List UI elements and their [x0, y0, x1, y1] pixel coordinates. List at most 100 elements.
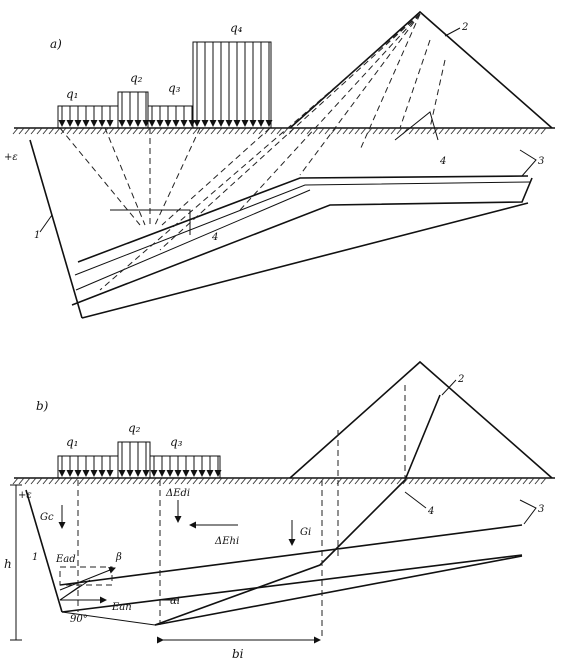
- ground-hatch-mark: [450, 127, 457, 135]
- load-block-b-q1: [57, 455, 119, 479]
- ground-hatch-mark: [138, 127, 145, 135]
- marker-b-2-leader: [441, 379, 457, 396]
- panel-b: b) q₁ q₂ q₃ h: [4, 360, 555, 661]
- label-gc: Gc: [40, 512, 54, 523]
- ground-hatch-mark: [192, 127, 199, 135]
- ground-hatch-b: [12, 477, 547, 485]
- slip-b-left: [61, 611, 156, 626]
- embankment-a: [289, 10, 553, 129]
- ground-hatch-mark: [360, 127, 367, 135]
- ground-hatch-mark: [156, 127, 163, 135]
- ground-hatch-mark: [534, 477, 541, 485]
- slip-b-bottom: [154, 555, 523, 626]
- ground-hatch-mark: [48, 477, 55, 485]
- ground-hatch-mark: [486, 127, 493, 135]
- load-label-q3: q₃: [168, 81, 181, 95]
- label-h: h: [4, 557, 12, 571]
- ground-hatch-mark: [282, 477, 289, 485]
- ground-hatch-mark: [168, 477, 175, 485]
- slip-lower-boundary-a: [71, 177, 533, 306]
- arrow-ead: [59, 566, 116, 591]
- marker-b-4: 4: [427, 506, 434, 517]
- ground-hatch-mark: [30, 477, 37, 485]
- ground-hatch-mark: [366, 127, 373, 135]
- ground-hatch-mark: [198, 127, 205, 135]
- load-label-b-q1: q₁: [66, 435, 79, 449]
- ground-hatch-mark: [342, 127, 349, 135]
- ground-hatch-mark: [132, 127, 139, 135]
- ground-hatch-mark: [24, 127, 31, 135]
- ground-hatch-mark: [246, 477, 253, 485]
- ground-hatch-mark: [216, 127, 223, 135]
- ground-hatch-mark: [222, 477, 229, 485]
- ground-hatch-mark: [534, 127, 541, 135]
- ground-hatch-mark: [444, 477, 451, 485]
- load-block-q4: [192, 41, 272, 129]
- ground-hatch-mark: [72, 477, 79, 485]
- marker-b-4-leader: [404, 491, 427, 509]
- ground-hatch-mark: [180, 127, 187, 135]
- ground-hatch-mark: [42, 127, 49, 135]
- ground-hatch-mark: [372, 477, 379, 485]
- ground-hatch-mark: [456, 127, 463, 135]
- ground-hatch-mark: [48, 127, 55, 135]
- ground-hatch-mark: [90, 477, 97, 485]
- ground-hatch-mark: [162, 127, 169, 135]
- panel-a: a): [4, 10, 555, 319]
- ground-hatch-mark: [510, 477, 517, 485]
- ground-hatch-mark: [42, 477, 49, 485]
- load-block-b-q3: [149, 455, 221, 479]
- ground-hatch-mark: [330, 127, 337, 135]
- layer-line-b-1: [59, 524, 523, 586]
- epsilon-b: +ε: [18, 490, 32, 501]
- ground-hatch-mark: [462, 477, 469, 485]
- ground-hatch-mark: [444, 127, 451, 135]
- ground-hatch-mark: [300, 477, 307, 485]
- ground-hatch-mark: [348, 477, 355, 485]
- wedge-a-left: [110, 209, 191, 235]
- ground-hatch-mark: [468, 127, 475, 135]
- ground-hatch-mark: [480, 477, 487, 485]
- marker-b-3: 3: [538, 504, 544, 515]
- force-line-4: [59, 585, 81, 601]
- ground-hatch-mark: [354, 127, 361, 135]
- ground-hatch-mark: [258, 127, 265, 135]
- marker-a-4-lower: 4: [211, 232, 218, 243]
- ground-hatch-mark: [390, 127, 397, 135]
- ground-hatch-mark: [516, 477, 523, 485]
- ground-hatch-mark: [168, 127, 175, 135]
- ground-hatch-mark: [342, 477, 349, 485]
- ground-hatch-mark: [426, 477, 433, 485]
- marker-a-1-leader: [39, 214, 53, 233]
- ground-hatch-mark: [30, 127, 37, 135]
- ground-hatch-mark: [462, 127, 469, 135]
- ground-hatch-mark: [438, 127, 445, 135]
- ground-hatch-mark: [84, 477, 91, 485]
- label-dehi: ΔEhi: [214, 536, 239, 547]
- ground-hatch-mark: [522, 127, 529, 135]
- ground-hatch-mark: [498, 127, 505, 135]
- embankment-b: [289, 360, 553, 479]
- bottom-line-a: [81, 202, 529, 319]
- ground-hatch-mark: [312, 127, 319, 135]
- ground-hatch-mark: [492, 127, 499, 135]
- ground-hatch-mark: [504, 477, 511, 485]
- ground-hatch-mark: [186, 477, 193, 485]
- ground-hatch-mark: [252, 127, 259, 135]
- ground-hatch-mark: [192, 477, 199, 485]
- ground-hatch-mark: [408, 477, 415, 485]
- ground-hatch-mark: [150, 127, 157, 135]
- ground-hatch-mark: [114, 477, 121, 485]
- ground-hatch-mark: [180, 477, 187, 485]
- ground-hatch-mark: [420, 127, 427, 135]
- ground-hatch-mark: [126, 127, 133, 135]
- ground-hatch-mark: [396, 477, 403, 485]
- marker-b-2: 2: [457, 374, 464, 385]
- ground-hatch-mark: [138, 477, 145, 485]
- ground-hatch-mark: [18, 127, 25, 135]
- ground-hatch-mark: [36, 127, 43, 135]
- ground-hatch-mark: [450, 477, 457, 485]
- ground-hatch-mark: [54, 127, 61, 135]
- ground-hatch-mark: [378, 127, 385, 135]
- ground-hatch-mark: [264, 477, 271, 485]
